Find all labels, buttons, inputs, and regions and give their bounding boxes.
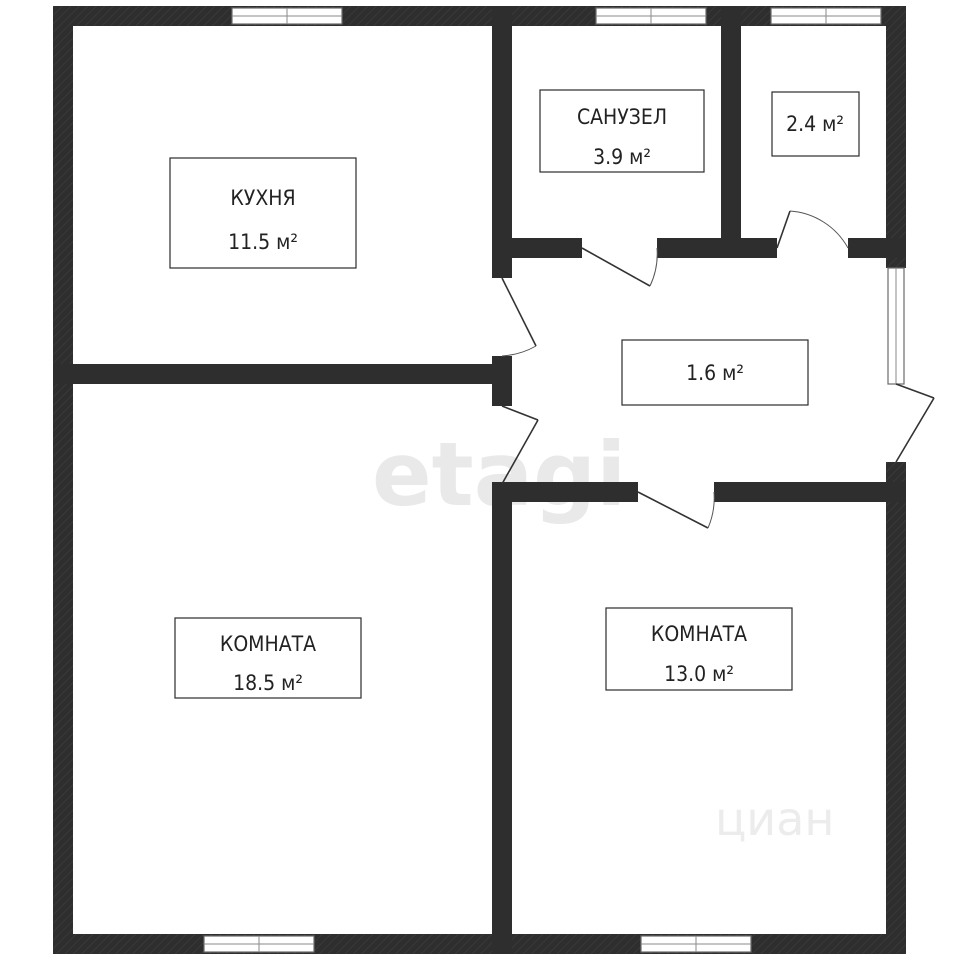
window-kitchen bbox=[231, 7, 343, 25]
label-kitchen-area: 11.5 м² bbox=[228, 230, 298, 254]
label-bathroom-name: САНУЗЕЛ bbox=[577, 105, 667, 129]
wall-kitchen-right bbox=[492, 6, 512, 278]
label-storage: 2.4 м² bbox=[771, 91, 860, 157]
label-kitchen-name: КУХНЯ bbox=[230, 186, 295, 210]
windows bbox=[203, 7, 905, 953]
door-room-left bbox=[501, 405, 539, 485]
door-bathroom bbox=[581, 247, 658, 287]
wall-storage-bottom bbox=[848, 238, 906, 258]
wall-bath-bottom-right bbox=[657, 238, 777, 258]
label-room-left-name: КОМНАТА bbox=[220, 632, 316, 656]
label-kitchen: КУХНЯ 11.5 м² bbox=[169, 157, 357, 269]
label-bathroom: САНУЗЕЛ 3.9 м² bbox=[539, 89, 705, 173]
label-bathroom-area: 3.9 м² bbox=[593, 145, 651, 169]
label-hall-area: 1.6 м² bbox=[686, 361, 744, 385]
wall-bath-storage bbox=[721, 6, 741, 258]
door-room-right bbox=[637, 491, 715, 529]
label-room-left-area: 18.5 м² bbox=[233, 671, 303, 695]
label-room-right-name: КОМНАТА bbox=[651, 622, 747, 646]
label-room-right: КОМНАТА 13.0 м² bbox=[605, 607, 793, 691]
outer-wall-right-upper bbox=[886, 6, 906, 268]
window-room-left bbox=[203, 935, 315, 953]
window-bathroom bbox=[595, 7, 707, 25]
door-entrance bbox=[895, 383, 935, 463]
label-storage-area: 2.4 м² bbox=[786, 112, 844, 136]
wall-room-right-top-right bbox=[714, 482, 906, 502]
window-hall-right bbox=[887, 267, 905, 385]
window-storage bbox=[770, 7, 882, 25]
label-room-right-area: 13.0 м² bbox=[664, 662, 734, 686]
doors bbox=[501, 210, 935, 529]
outer-wall-right-lower bbox=[886, 462, 906, 954]
wall-rooms-divider bbox=[492, 484, 512, 954]
wall-room-right-top-left bbox=[492, 482, 638, 502]
wall-kitchen-bottom bbox=[53, 364, 512, 384]
watermark-cian: циан bbox=[715, 792, 834, 846]
outer-wall-bottom bbox=[53, 934, 906, 954]
outer-wall-left bbox=[53, 6, 73, 954]
interior-walls bbox=[53, 6, 906, 954]
door-kitchen bbox=[501, 277, 537, 357]
label-room-left: КОМНАТА 18.5 м² bbox=[174, 617, 362, 699]
label-hall: 1.6 м² bbox=[621, 339, 809, 406]
window-room-right bbox=[640, 935, 752, 953]
wall-bath-bottom-left bbox=[492, 238, 582, 258]
door-storage bbox=[776, 210, 849, 249]
